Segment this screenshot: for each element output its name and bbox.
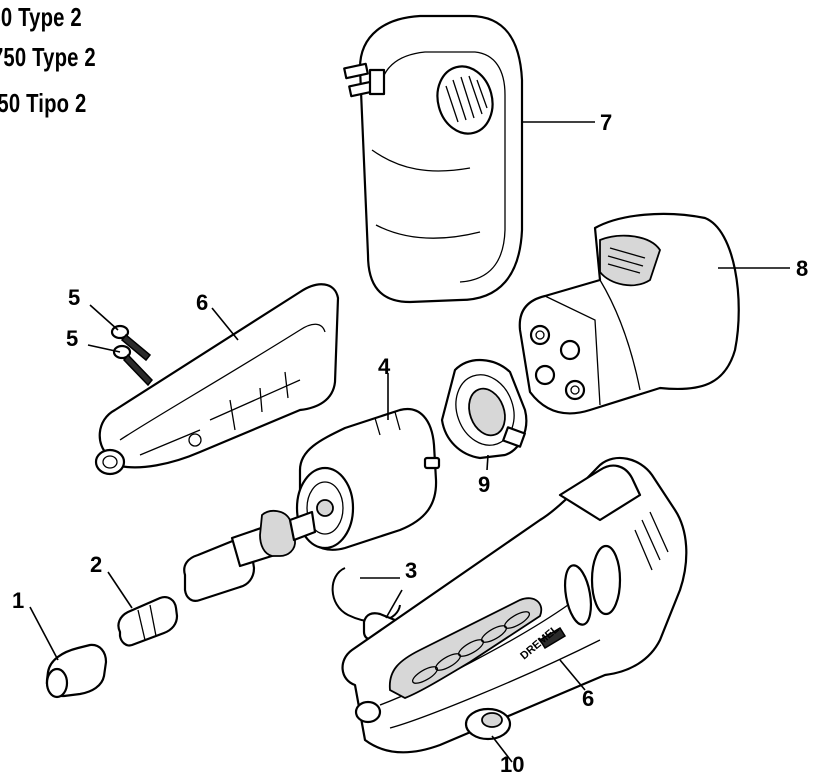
drive-shaft-assembly	[183, 509, 317, 602]
body-grip-ovals	[411, 611, 531, 684]
collet-nut-part-1	[45, 643, 108, 699]
motor-part-4	[295, 407, 441, 551]
model-title-line-3: 750 Tipo 2	[0, 88, 87, 118]
leader-lines	[29, 121, 790, 763]
callout-1: 1	[12, 588, 24, 613]
screw-part-5-lower	[112, 344, 153, 387]
model-title-line-2: 750 Type 2	[0, 42, 96, 72]
callout-3: 3	[405, 558, 417, 583]
battery-pack-part-8	[518, 212, 740, 415]
cap-part-10	[464, 707, 512, 741]
end-cap-part-9	[440, 358, 528, 460]
callout-5-upper: 5	[68, 285, 80, 310]
callout-8: 8	[796, 256, 808, 281]
callout-2: 2	[90, 552, 102, 577]
charger-vent-slots	[445, 75, 488, 123]
callout-4: 4	[378, 354, 391, 379]
callout-10: 10	[500, 752, 524, 776]
plug-prong	[343, 62, 369, 80]
plug-base	[368, 68, 386, 96]
housing-half-part-6-upper	[94, 283, 340, 476]
model-title-line-1: 750 Type 2	[0, 2, 82, 32]
callout-6-upper: 6	[196, 290, 208, 315]
battery-grip-ribs	[607, 247, 646, 274]
charger-part-7	[343, 14, 524, 304]
clip-ring-part-3	[331, 567, 401, 623]
callout-7: 7	[600, 110, 612, 135]
callout-5-lower: 5	[66, 326, 78, 351]
callout-6-lower: 6	[582, 686, 594, 711]
collet-part-2	[117, 596, 179, 647]
tool-body-part-6-lower: DREMEL	[341, 456, 688, 754]
callout-9: 9	[478, 472, 490, 497]
